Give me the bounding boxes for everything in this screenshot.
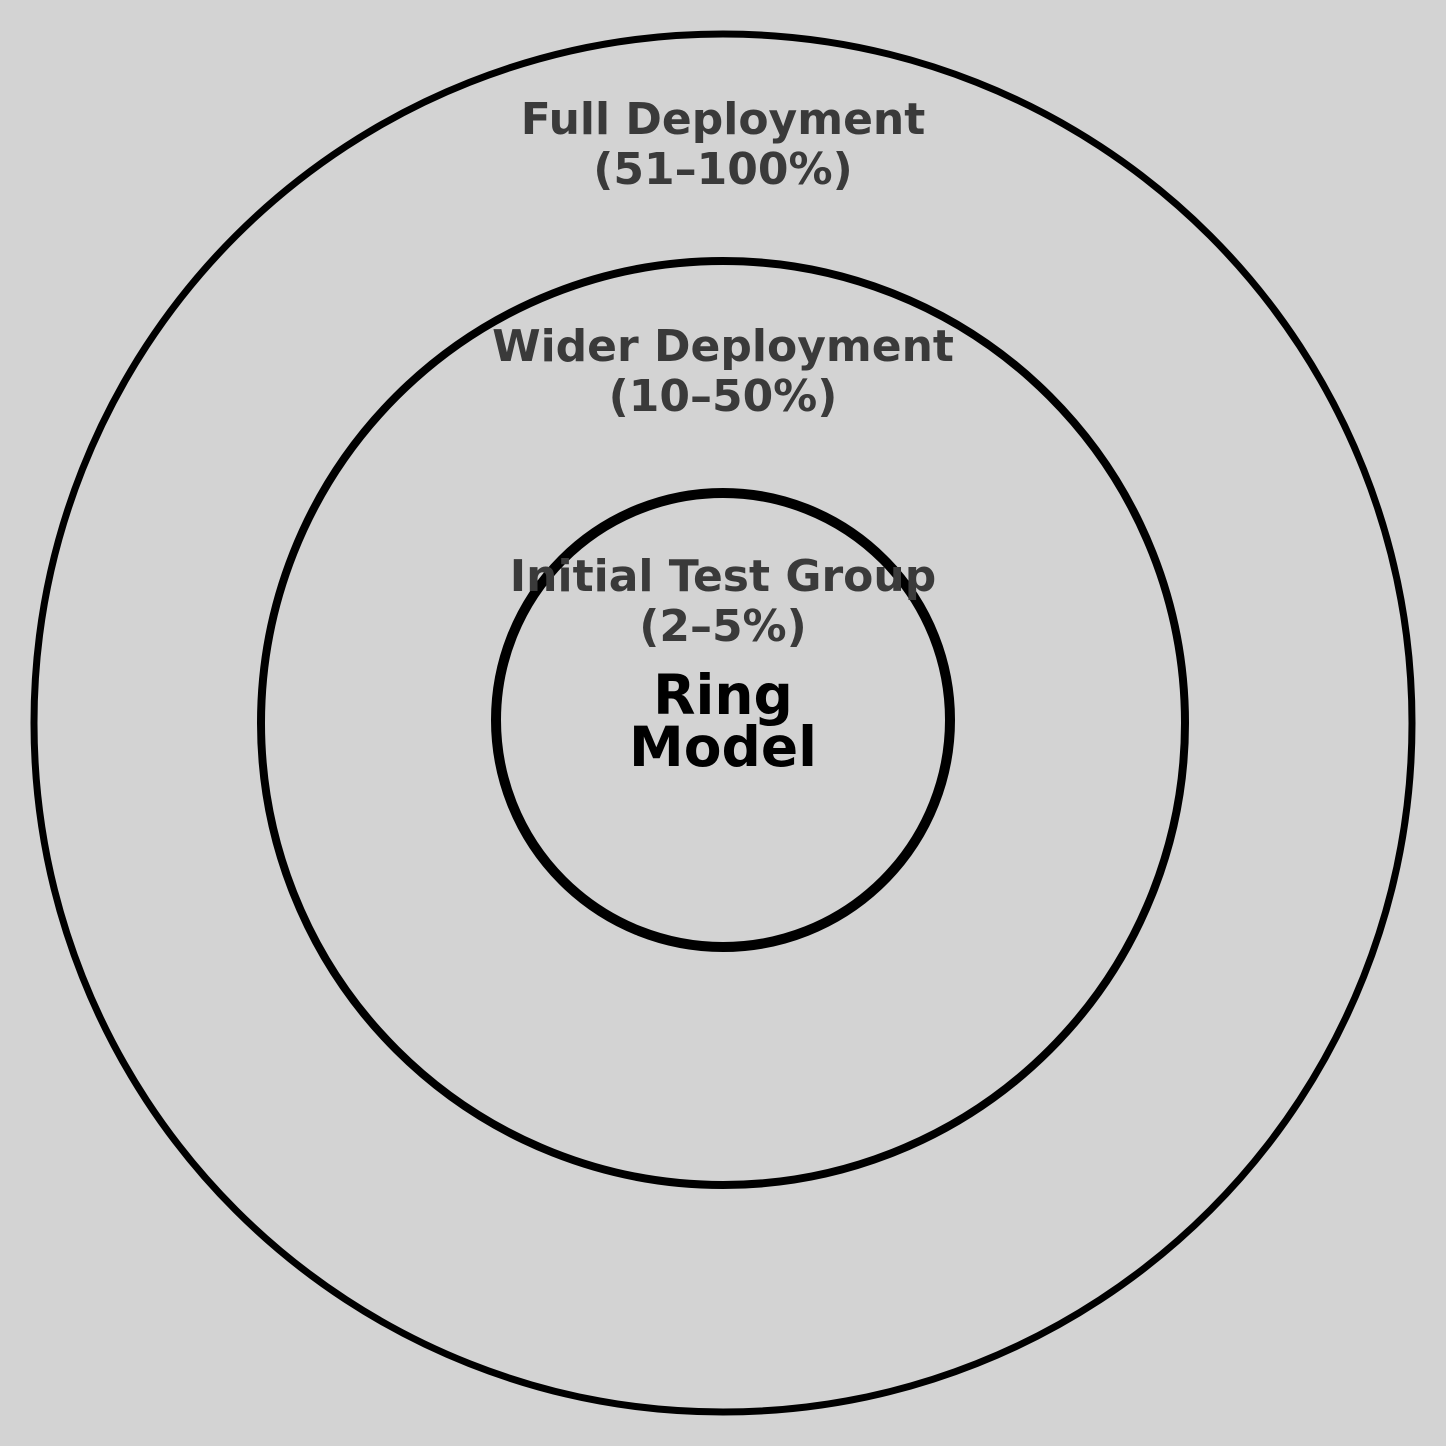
diagram-title: Ring Model — [0, 663, 1446, 779]
outer-ring-range: (51–100%) — [593, 144, 853, 195]
inner-ring-circle — [491, 488, 955, 952]
diagram-title-line2: Model — [628, 715, 818, 779]
outer-ring-label: Full Deployment (51–100%) — [0, 95, 1446, 195]
inner-ring-name: Initial Test Group — [509, 551, 937, 602]
outer-ring-circle — [30, 30, 1416, 1416]
middle-ring-name: Wider Deployment — [492, 321, 954, 372]
middle-ring-range: (10–50%) — [608, 371, 838, 422]
middle-ring-circle — [257, 257, 1189, 1189]
inner-ring-range: (2–5%) — [639, 601, 807, 652]
inner-ring-label: Initial Test Group (2–5%) — [0, 552, 1446, 652]
diagram-title-line1: Ring — [653, 663, 793, 727]
outer-ring-name: Full Deployment — [520, 94, 926, 145]
middle-ring-label: Wider Deployment (10–50%) — [0, 322, 1446, 422]
